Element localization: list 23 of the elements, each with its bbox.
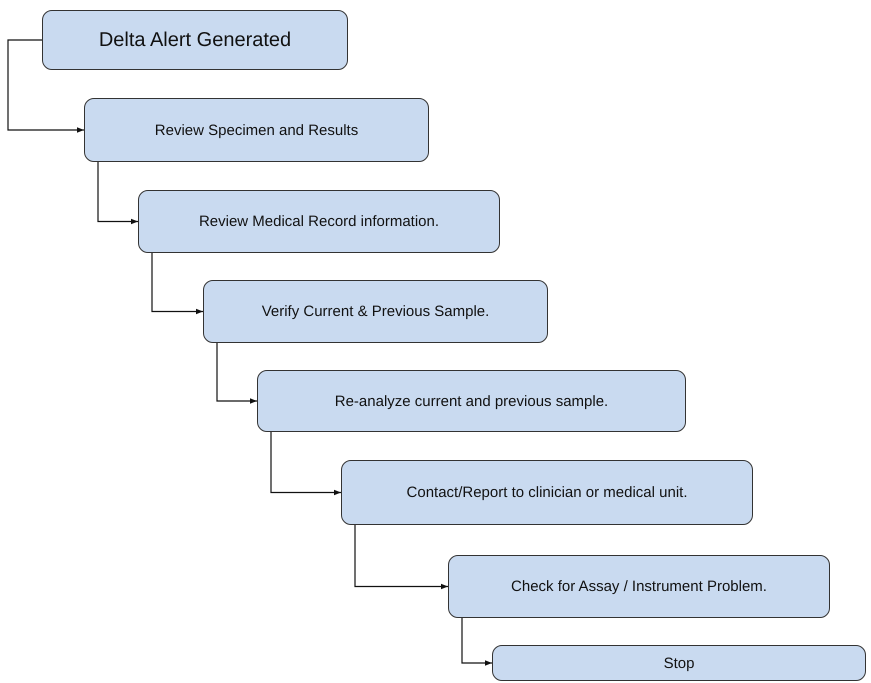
process-box xyxy=(138,190,500,253)
step-label: Check for Assay / Instrument Problem. xyxy=(511,578,767,595)
process-box xyxy=(203,280,548,343)
step-label: Stop xyxy=(664,654,694,672)
step-label: Delta Alert Generated xyxy=(98,28,292,52)
connector-arrow xyxy=(270,432,341,496)
step-label: Verify Current & Previous Sample. xyxy=(262,303,490,320)
connector-arrow xyxy=(7,39,84,133)
process-box xyxy=(42,10,348,70)
connector-arrow xyxy=(97,162,138,224)
connector-arrow xyxy=(151,253,203,314)
connector-arrow xyxy=(354,525,448,590)
connector-arrow xyxy=(216,343,257,404)
process-box xyxy=(84,98,429,162)
process-box xyxy=(257,370,686,432)
process-box xyxy=(341,460,753,525)
step-label: Contact/Report to clinician or medical unit. xyxy=(406,484,688,501)
step-label: Review Medical Record information. xyxy=(198,213,440,230)
step-label: Review Specimen and Results xyxy=(154,122,358,138)
process-box xyxy=(448,555,830,618)
connector-arrow xyxy=(461,618,492,666)
step-label: Re-analyze current and previous sample. xyxy=(334,392,608,410)
process-box xyxy=(492,645,866,681)
